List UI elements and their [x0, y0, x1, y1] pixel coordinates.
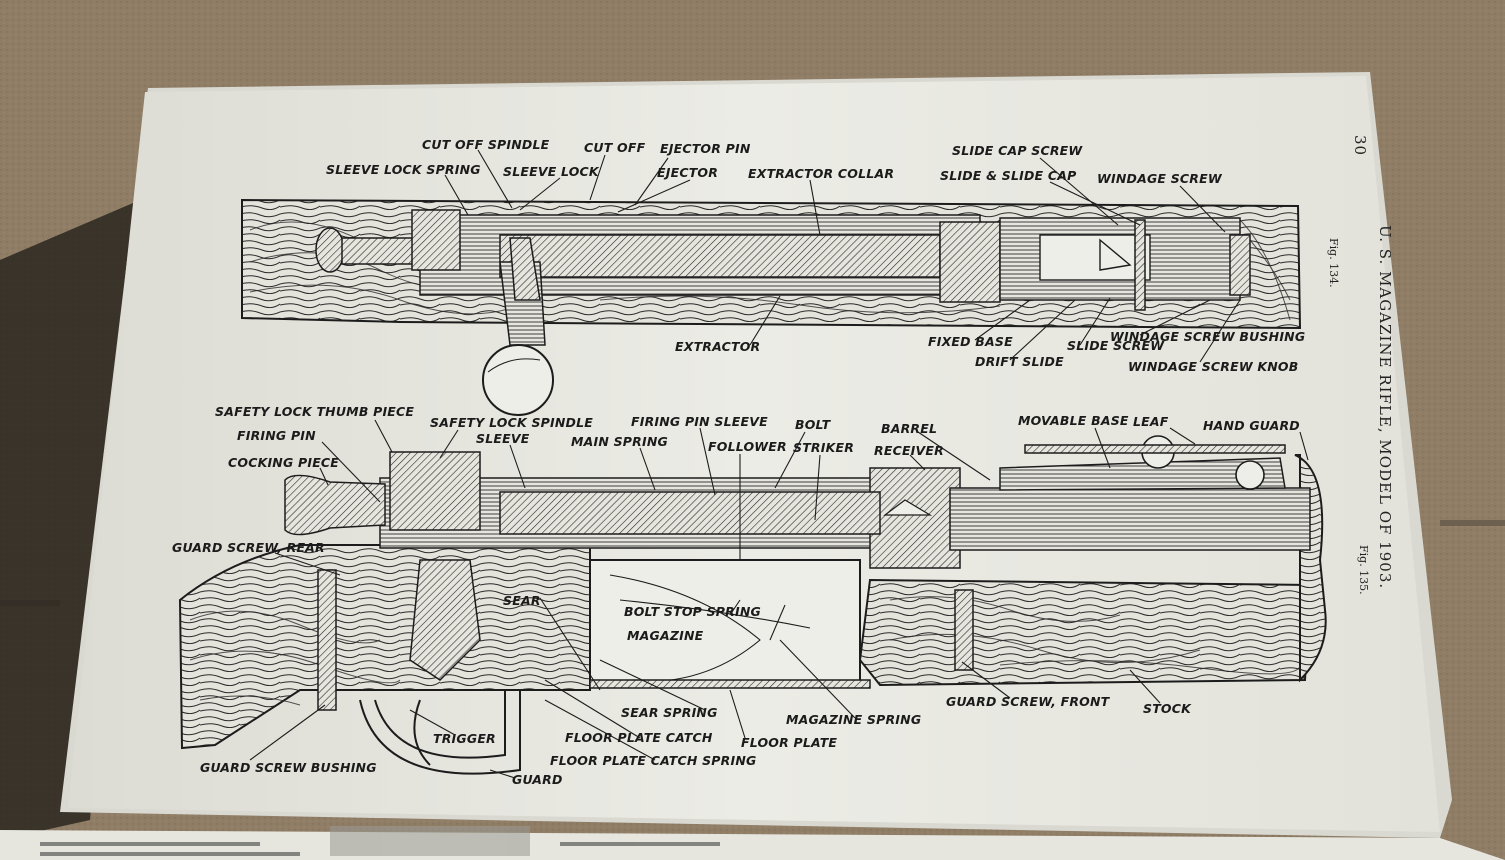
label-slide-screw: SLIDE SCREW — [1067, 338, 1165, 353]
fig134-windage-knob — [1229, 234, 1251, 296]
label-safety-lock-thumb-piece: SAFETY LOCK THUMB PIECE — [215, 404, 414, 419]
label-slide-cap-screw: SLIDE CAP SCREW — [952, 143, 1083, 158]
fig134-sight-slide — [1039, 234, 1151, 281]
fig135-guard — [359, 690, 521, 775]
label-guard-screw-bushing: GUARD SCREW BUSHING — [200, 760, 377, 775]
fig135-leaf — [1024, 444, 1286, 454]
label-sear-spring: SEAR SPRING — [621, 705, 718, 720]
fig135-sleeve — [389, 451, 481, 531]
label-extractor: EXTRACTOR — [675, 339, 760, 354]
label-floor-plate-catch-spring: FLOOR PLATE CATCH SPRING — [550, 753, 756, 768]
fig134-windage-screw — [1134, 219, 1146, 311]
fig135-magazine — [589, 559, 861, 686]
fig135-leaders — [249, 419, 1309, 779]
label-floor-plate-catch: FLOOR PLATE CATCH — [565, 730, 713, 745]
label-slide-and-slide-cap: SLIDE & SLIDE CAP — [940, 168, 1076, 183]
label-windage-screw: WINDAGE SCREW — [1097, 171, 1223, 186]
label-cut-off-spindle: CUT OFF SPINDLE — [422, 137, 550, 152]
fig135-striker-tip — [883, 499, 933, 516]
fig135-receiver-ring — [869, 467, 961, 569]
figure-134-drawing — [241, 198, 1302, 416]
figure-134-labels: CUT OFF SPINDLE CUT OFF EJECTOR PIN SLEE… — [326, 137, 1305, 374]
label-ejector-pin: EJECTOR PIN — [660, 141, 751, 156]
label-fixed-base: FIXED BASE — [928, 334, 1013, 349]
label-trigger: TRIGGER — [433, 731, 496, 746]
label-follower: FOLLOWER — [708, 439, 787, 454]
label-leaf: LEAF — [1133, 414, 1169, 429]
label-barrel: BARREL — [881, 421, 937, 436]
next-page-text — [40, 826, 720, 856]
fig135-sear — [409, 559, 481, 681]
caption-fig-135: Fig. 135. — [1357, 545, 1370, 595]
fig135-trigger — [413, 699, 431, 766]
label-guard-screw-rear: GUARD SCREW, REAR — [172, 540, 325, 555]
label-extractor-collar: EXTRACTOR COLLAR — [748, 166, 894, 181]
fig135-guard-screw-rear — [317, 569, 337, 711]
label-sleeve-lock-spring: SLEEVE LOCK SPRING — [326, 162, 481, 177]
label-magazine: MAGAZINE — [627, 628, 704, 643]
label-striker: STRIKER — [793, 440, 854, 455]
label-guard-screw-front: GUARD SCREW, FRONT — [946, 694, 1111, 709]
label-floor-plate: FLOOR PLATE — [741, 735, 837, 750]
label-windage-screw-bushing: WINDAGE SCREW BUSHING — [1110, 329, 1305, 344]
fig134-firing-pin-rod — [341, 237, 423, 265]
fig135-hand-guard — [999, 457, 1286, 491]
label-windage-screw-knob: WINDAGE SCREW KNOB — [1128, 359, 1298, 374]
fig134-leaders — [444, 149, 1241, 363]
label-magazine-spring: MAGAZINE SPRING — [786, 712, 921, 727]
label-hand-guard: HAND GUARD — [1203, 418, 1300, 433]
fig135-guard-screw-front — [954, 589, 974, 671]
label-sleeve-lock: SLEEVE LOCK — [503, 164, 600, 179]
label-drift-slide: DRIFT SLIDE — [975, 354, 1064, 369]
label-cocking-piece: COCKING PIECE — [228, 455, 339, 470]
fig134-sight-notch — [1099, 238, 1132, 271]
label-movable-base: MOVABLE BASE — [1018, 413, 1129, 428]
label-bolt: BOLT — [795, 417, 832, 432]
label-bolt-stop-spring: BOLT STOP SPRING — [624, 604, 761, 619]
fig134-breech — [939, 221, 1001, 303]
fig135-cocking-piece — [284, 474, 386, 536]
fig134-cocking-knob — [315, 227, 345, 273]
book-shadow — [0, 200, 140, 840]
caption-fig-134: Fig. 134. — [1327, 238, 1340, 288]
fig135-windage-knob — [1235, 460, 1265, 490]
label-safety-lock-spindle: SAFETY LOCK SPINDLE — [430, 415, 593, 430]
figure-135-labels: SAFETY LOCK THUMB PIECE SAFETY LOCK SPIN… — [172, 404, 1300, 787]
label-firing-pin: FIRING PIN — [237, 428, 316, 443]
label-cut-off: CUT OFF — [584, 140, 646, 155]
label-sear: SEAR — [503, 593, 541, 608]
fig134-bolt-knob — [482, 344, 554, 416]
fig134-sleeve — [411, 209, 461, 271]
label-ejector: EJECTOR — [657, 165, 718, 180]
page — [68, 76, 1440, 832]
label-main-spring: MAIN SPRING — [571, 434, 668, 449]
figure-135-drawing — [178, 435, 1327, 775]
fig135-buttstock — [178, 544, 591, 750]
label-firing-pin-sleeve: FIRING PIN SLEEVE — [631, 414, 768, 429]
page-number: 30 — [1351, 135, 1369, 156]
fig135-forestock — [858, 578, 1312, 687]
label-sleeve: SLEEVE — [476, 431, 530, 446]
running-head-title: U. S. MAGAZINE RIFLE, MODEL OF 1903. — [1376, 225, 1394, 589]
label-stock: STOCK — [1143, 701, 1192, 716]
table-seam — [1440, 520, 1505, 526]
label-receiver: RECEIVER — [874, 443, 944, 458]
fig134-bolt — [499, 234, 941, 278]
fig135-bolt — [499, 491, 881, 535]
fig134-bolt-root — [509, 237, 541, 301]
fig135-floor-plate — [589, 679, 871, 689]
label-guard: GUARD — [512, 772, 563, 787]
fig135-barrel — [949, 487, 1311, 551]
